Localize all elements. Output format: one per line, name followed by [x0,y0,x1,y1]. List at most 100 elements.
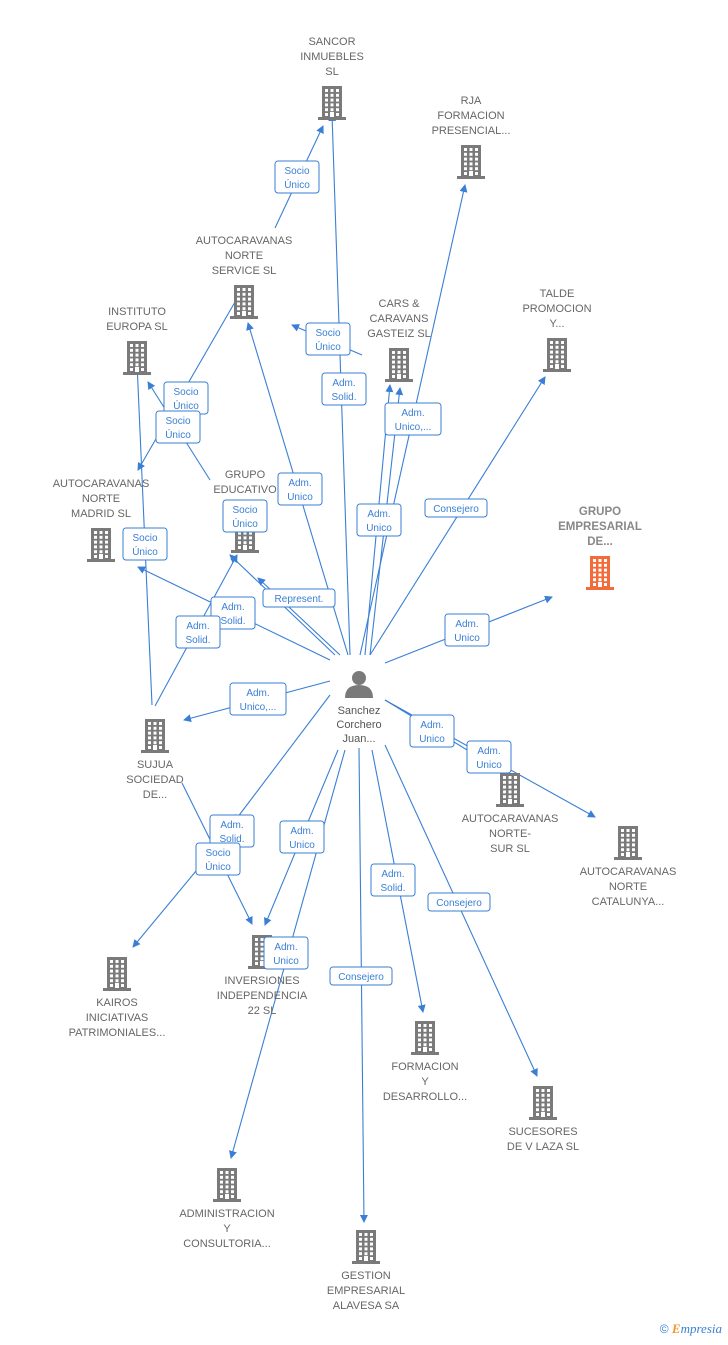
relation-box [444,613,490,647]
relation-text: Socio [232,505,257,516]
company-name-line: 22 SL [248,1005,277,1017]
relation-labels-layer: SocioÚnicoSocioÚnicoAdm.Solid.Adm.Unico,… [122,160,512,986]
relation-text: Único [232,517,258,530]
company-name-line: TALDE [540,288,575,300]
company-name-line: SUJUA [137,759,174,771]
relation-box [329,966,393,986]
relation-label[interactable]: Adm.Unico [263,936,309,970]
company-name-line: PROMOCION [522,303,591,315]
company-name-line: DE... [143,789,167,801]
relation-box [263,936,309,970]
relation-label[interactable]: Consejero [427,892,491,912]
company-name-line: INVERSIONES [224,975,299,987]
building-icon [318,86,346,120]
person-name-line: Corchero [336,719,381,731]
relation-text: Unico [419,734,445,745]
relation-label[interactable]: Adm. Solid. [209,814,255,848]
company-name-line: RJA [461,95,482,107]
relation-text: Unico [289,840,315,851]
relation-text: Socio [205,848,230,859]
company-name-line: SL [325,66,338,78]
relation-label[interactable]: Adm.Unico [279,820,325,854]
company-name-line: INSTITUTO [108,306,166,318]
relation-label[interactable]: Adm.Unico [356,503,402,537]
relation-text: Socio [284,166,309,177]
relation-label[interactable]: Represent. [262,588,336,608]
relation-label[interactable]: Adm.Unico [409,714,455,748]
relation-box [370,863,416,897]
relation-box [409,714,455,748]
relation-label[interactable]: Adm.Unico [277,472,323,506]
relation-box [175,615,221,649]
relation-text: Solid. [219,834,244,845]
relation-text: Adm. [220,820,243,831]
company-name-line: NORTE [609,881,647,893]
nodes-layer: SANCORINMUEBLESSLRJAFORMACIONPRESENCIAL.… [53,36,677,1312]
relation-label[interactable]: Adm.Unico [466,740,512,774]
relation-label[interactable]: Consejero [424,498,488,518]
relation-text: Solid. [220,616,245,627]
building-icon [87,528,115,562]
building-icon [213,1168,241,1202]
relation-label[interactable]: Adm. Unico,... [229,682,287,716]
relation-text: Unico,... [240,702,277,713]
company-name-line: INDEPENDENCIA [217,990,308,1002]
company-name-line: EMPRESARIAL [558,521,642,533]
relation-box [356,503,402,537]
building-icon [614,826,642,860]
company-node-kairos[interactable]: KAIROSINICIATIVASPATRIMONIALES... [69,957,166,1039]
empresia-logo[interactable]: Empresia [672,1321,722,1336]
relation-label[interactable]: Adm.Solid. [370,863,416,897]
company-name-line: DE V LAZA SL [507,1141,579,1153]
relation-label[interactable]: Adm.Solid. [321,372,367,406]
company-name-line: AUTOCARAVANAS [196,235,293,247]
relation-text: Único [165,428,191,441]
company-node-talde[interactable]: TALDEPROMOCIONY... [522,288,592,372]
company-name-line: GRUPO [225,469,266,481]
company-node-administracion[interactable]: ADMINISTRACIONYCONSULTORIA... [179,1168,275,1250]
relation-box [122,527,168,561]
relation-text: Unico [476,760,502,771]
relation-label[interactable]: Adm.Unico [444,613,490,647]
company-node-formacion[interactable]: FORMACIONYDESARROLLO... [383,1021,467,1103]
company-node-grupo_empresarial[interactable]: GRUPOEMPRESARIALDE... [558,506,642,590]
company-name-line: INMUEBLES [300,51,364,63]
company-node-sujua[interactable]: SUJUASOCIEDADDE... [126,719,184,801]
company-name-line: MADRID SL [71,508,131,520]
relation-label[interactable]: Adm.Solid. [210,596,256,630]
building-icon [230,285,258,319]
relation-label[interactable]: Adm.Solid. [175,615,221,649]
company-node-autoc_norte_cat[interactable]: AUTOCARAVANASNORTECATALUNYA... [580,826,677,908]
relation-text: Adm. [455,619,478,630]
company-node-rja[interactable]: RJAFORMACIONPRESENCIAL... [432,95,511,179]
person-name-line: Sanchez [338,705,381,717]
relation-text: Unico [273,956,299,967]
relation-text: Adm. [246,688,269,699]
relation-label[interactable]: Adm.Unico,... [384,402,442,436]
person-node[interactable]: SanchezCorcheroJuan... [336,671,382,745]
company-name-line: ALAVESA SA [333,1300,400,1312]
relation-label[interactable]: Consejero [329,966,393,986]
company-name-line: GASTEIZ SL [367,328,431,340]
relation-text: Adm. [401,408,424,419]
relation-text: Único [173,399,199,412]
building-icon [529,1086,557,1120]
relation-text: Solid. [331,392,356,403]
relation-text: Adm. [186,621,209,632]
